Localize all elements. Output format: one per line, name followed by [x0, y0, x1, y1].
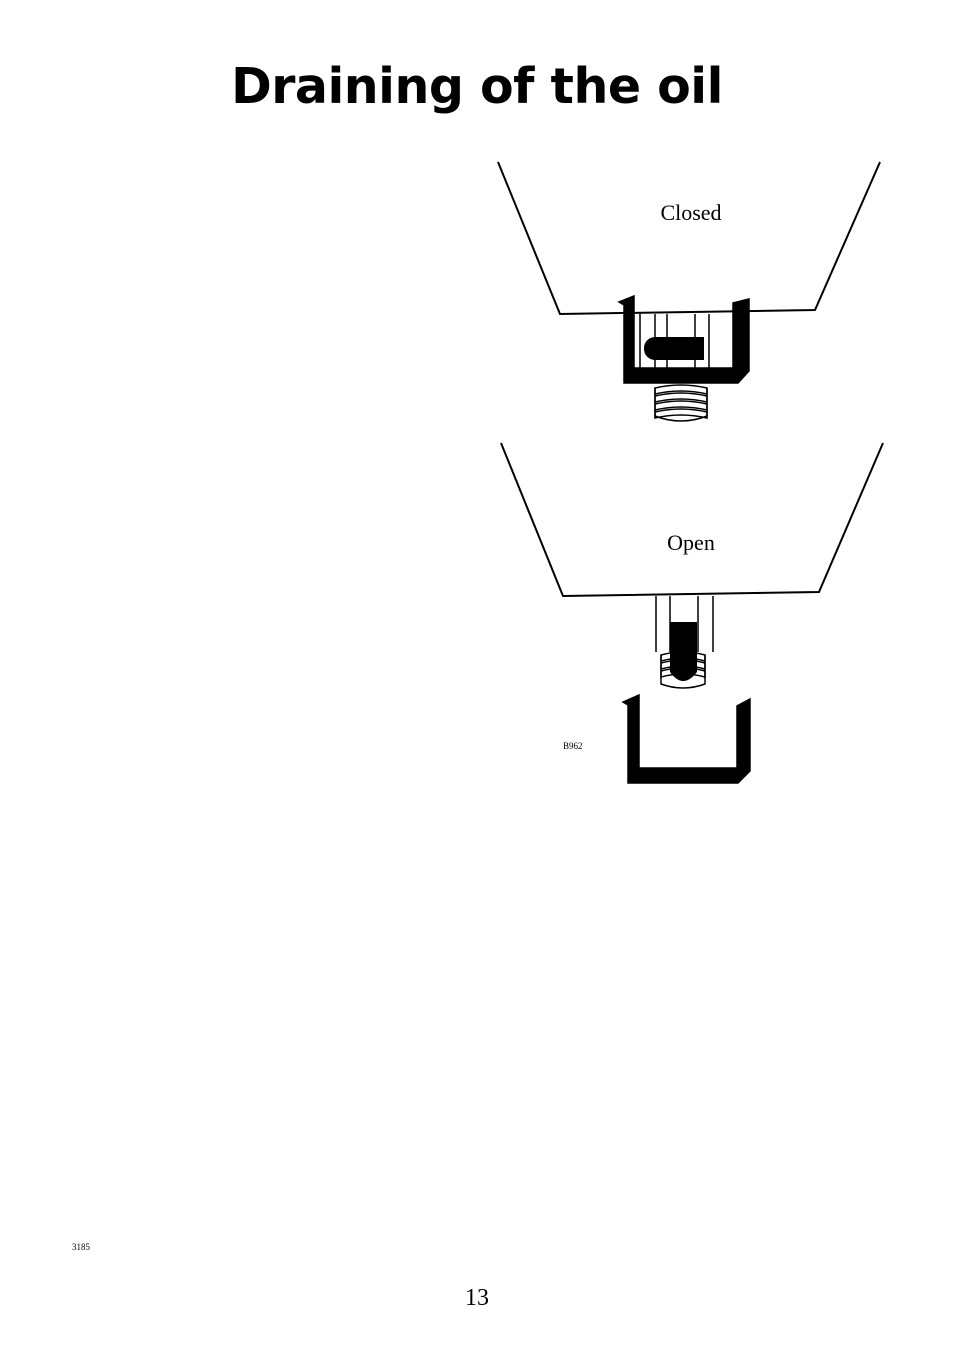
closed-state-diagram: Closed: [498, 162, 880, 421]
document-code: 3185: [72, 1242, 90, 1252]
open-state-diagram: Open B962: [501, 443, 883, 783]
page-number: 13: [0, 1285, 954, 1312]
closed-label: Closed: [660, 200, 721, 225]
tank-closed-outline: [498, 162, 880, 314]
tank-open-outline: [501, 443, 883, 596]
drain-plug-thread-closed: [655, 385, 707, 421]
drain-cap-open: [623, 695, 750, 783]
figure-code: B962: [563, 741, 583, 751]
open-label: Open: [667, 530, 715, 555]
oil-stream-open: [670, 622, 697, 681]
drain-plug-body-closed: [638, 314, 724, 370]
